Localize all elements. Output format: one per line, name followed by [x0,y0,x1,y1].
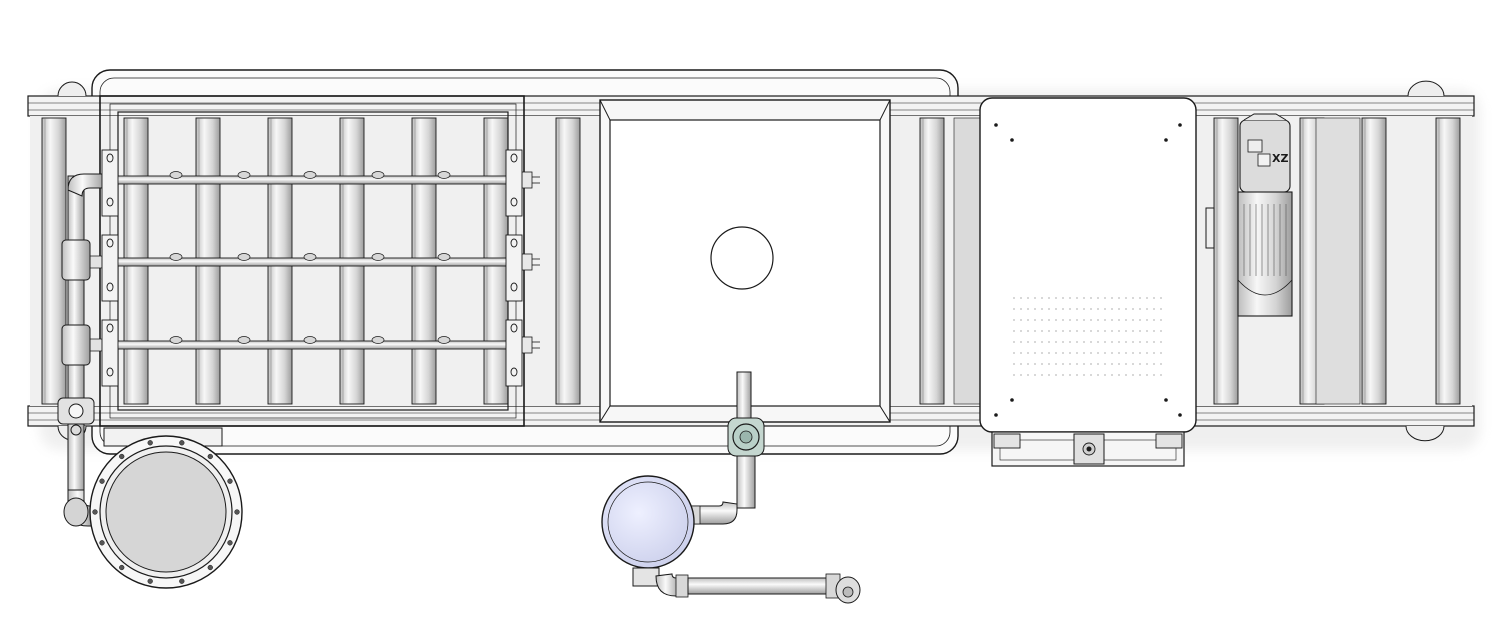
rail-end-cap-right-top [1407,80,1445,97]
gear-motor: XZ [1237,113,1293,317]
spray-nozzle [303,336,317,344]
water-manifold [57,173,105,527]
spray-pipe [81,253,540,271]
spray-nozzle [237,253,251,261]
roller [919,117,945,405]
motor-cooling-fins [1243,204,1287,276]
roller [1213,117,1239,405]
vent-perforations [1013,297,1162,376]
spray-nozzle [169,253,183,261]
spray-nozzle [237,171,251,179]
roller [1361,117,1387,405]
right-cover-panel [979,97,1215,467]
cover-hinge [1205,207,1215,249]
manifold-tee-1 [61,239,91,281]
drum-bolt [234,509,240,515]
spray-nozzle [437,253,451,261]
rail-end-cap-right-bottom [1405,425,1445,442]
drum-bolt [179,440,185,446]
roller-bay-shadow [1315,117,1361,405]
roller [555,117,581,405]
valve-stem-pipe [736,451,756,509]
bearing-right [1155,433,1183,449]
spray-pipe [81,336,540,354]
drum-bolt [92,509,98,515]
spray-nozzle [371,171,385,179]
tank-outlet-pipe [736,371,752,421]
drum-bolt [227,540,233,546]
spray-nozzle [437,171,451,179]
outlet-pipe [687,577,829,595]
spray-nozzle [371,336,385,344]
spray-nozzle [303,253,317,261]
manifold-valve-handle [68,403,84,419]
drum-bolt [147,440,153,446]
pressure-vessel [601,475,695,569]
roller-bay-shadow [953,117,981,405]
spray-nozzle [303,171,317,179]
center-piping [601,371,861,604]
spray-nozzle [237,336,251,344]
drum-bolt [147,578,153,584]
drum-bolt [227,478,233,484]
bearing-left [993,433,1021,449]
rack-bracket [101,234,119,302]
tank-drain-hole [710,226,774,290]
drum-bolt [99,478,105,484]
drum-bolt [179,578,185,584]
drum-bolt [119,453,125,460]
manifold-tee-2 [61,324,91,366]
drum-bolt [99,540,105,546]
rack-bracket [101,319,119,387]
drum-lid [105,451,227,573]
roller [1435,117,1461,405]
cover-panel [979,97,1197,433]
spray-nozzle [169,171,183,179]
spray-pipes [81,171,540,354]
drum-bolt [119,564,125,571]
rail-end-cap-left-top [57,81,87,97]
rack-bracket [505,319,523,387]
rack-bracket [505,234,523,302]
motor-body [1237,191,1293,317]
spray-nozzle [371,253,385,261]
rack-bracket [101,149,119,217]
spray-nozzle [437,336,451,344]
rack-brackets [101,149,523,387]
motor-label: XZ [1272,152,1288,165]
drum-bolts [92,440,240,584]
drum-bolt [207,564,213,571]
drum-bolt [207,453,213,460]
drum-filter [89,427,243,589]
center-tank [599,99,891,423]
rack-bracket [505,149,523,217]
spray-nozzle [169,336,183,344]
